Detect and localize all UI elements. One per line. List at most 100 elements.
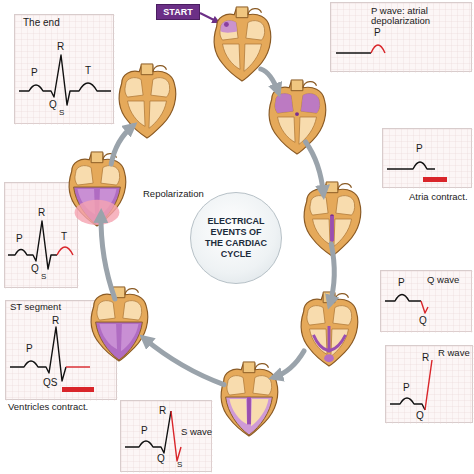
stage-caption: Q wave xyxy=(427,275,459,285)
ecg-panel: PAtria contract. xyxy=(382,128,472,188)
septum xyxy=(247,397,251,424)
heart-stage-1 xyxy=(214,7,271,81)
sequence-arrow xyxy=(111,126,133,164)
wave-letter: P xyxy=(374,27,381,38)
ecg-grid xyxy=(6,301,118,401)
ecg-panel: RepolarizationRPTQS xyxy=(4,182,78,288)
sequence-arrow xyxy=(274,351,304,377)
start-label: START xyxy=(156,4,200,20)
sequence-arrow xyxy=(144,338,224,384)
contraction-bar xyxy=(423,177,447,182)
ecg-trace xyxy=(336,52,371,53)
ecg-trace xyxy=(19,55,111,105)
ecg-grid xyxy=(15,15,115,125)
heart-body xyxy=(301,292,358,366)
ecg-strip xyxy=(383,129,473,189)
wave-letter: Q xyxy=(419,315,427,326)
wave-letter: S xyxy=(59,109,64,118)
heart-body xyxy=(269,80,326,154)
sa-node xyxy=(224,22,229,27)
wave-letter: S xyxy=(41,273,46,282)
depolarization-area xyxy=(226,397,273,435)
wave-letter: Q xyxy=(416,410,424,421)
cardiac-stage: PAtria contract. xyxy=(258,78,336,156)
stage-caption: R wave xyxy=(438,348,470,358)
ecg-panel: The endR P T QS xyxy=(14,14,114,124)
heart-stage-8 xyxy=(119,64,176,138)
ventricle-chamber xyxy=(99,189,117,216)
cardiac-stage: PQ waveQ xyxy=(293,180,371,258)
heart-body xyxy=(304,182,361,256)
ecg-grid xyxy=(383,129,473,189)
av-node xyxy=(330,214,334,218)
ecg-strip xyxy=(6,301,118,401)
ecg-panel: RPS waveQS xyxy=(120,400,212,472)
conduction-path xyxy=(313,326,345,352)
wave-letter: P xyxy=(141,425,148,436)
ecg-panel: P wave: atrial depolarizationP xyxy=(330,2,472,72)
cardiac-stage: ST segmentRPQSVentricles contract. xyxy=(80,285,158,363)
wave-letter: S xyxy=(177,461,182,470)
cardiac-stage: R waveRPQ xyxy=(290,290,368,368)
ecg-trace xyxy=(387,162,435,169)
ventricle-chamber xyxy=(121,324,139,351)
wave-letter: T xyxy=(61,231,67,242)
ecg-trace xyxy=(421,301,428,313)
wave-letter: Q xyxy=(31,263,39,274)
cardiac-stage: RPS waveQS xyxy=(210,360,288,438)
wave-letter: P xyxy=(26,343,33,354)
heart-stage-5 xyxy=(221,362,278,436)
stage-caption: P wave: atrial depolarization xyxy=(371,6,471,27)
wave-letter: QS xyxy=(43,377,57,388)
ecg-panel: R wave R P Q xyxy=(385,345,473,423)
wave-letter: P xyxy=(31,67,38,78)
ecg-grid xyxy=(121,401,213,473)
start-arrow xyxy=(200,13,218,22)
stage-caption: ST segment xyxy=(10,302,61,312)
depolarization-area xyxy=(330,216,334,242)
heart-stage-4 xyxy=(301,292,358,366)
ecg-trace xyxy=(125,411,171,453)
wave-letter: Q xyxy=(49,99,57,110)
repolarization-area xyxy=(75,200,120,225)
sequence-arrow xyxy=(101,214,115,299)
wave-letter: T xyxy=(85,65,91,76)
depolarization-area xyxy=(221,21,238,33)
wave-letter: P xyxy=(403,382,410,393)
wave-letter: R xyxy=(38,207,45,218)
ventricle-chamber xyxy=(78,189,96,214)
heart-body xyxy=(221,362,278,436)
cardiac-stage: The endRPTQS xyxy=(108,62,186,140)
depolarization-area xyxy=(324,354,334,362)
ecg-grid xyxy=(381,271,473,333)
ecg-panel: ST segmentRPQSVentricles contract. xyxy=(5,300,117,400)
cardiac-stage: RepolarizationRPTQS xyxy=(58,150,136,228)
ecg-grid xyxy=(5,183,79,289)
title-text: ELECTRICAL EVENTS OF THE CARDIAC CYCLE xyxy=(201,216,271,261)
cardiac-stage: P wave: atrial depolarizationP xyxy=(203,5,281,83)
av-node xyxy=(295,112,299,116)
ecg-trace xyxy=(171,411,181,461)
ventricle-chamber xyxy=(251,399,269,426)
wave-letter: R xyxy=(159,405,166,416)
sequence-arrow xyxy=(330,244,335,304)
wave-letter: P xyxy=(416,143,423,154)
wave-letter: R xyxy=(52,315,59,326)
stage-caption: Atria contract. xyxy=(409,192,468,202)
wave-letter: P xyxy=(398,277,405,288)
wave-letter: R xyxy=(57,41,64,52)
wave-letter: R xyxy=(422,352,429,363)
ecg-trace xyxy=(425,360,432,410)
heart-stage-3 xyxy=(304,182,361,256)
depolarization-area xyxy=(301,94,320,114)
contraction-bar xyxy=(62,387,94,392)
stage-caption: The end xyxy=(23,17,60,28)
heart-body xyxy=(214,7,271,81)
ecg-grid xyxy=(386,346,474,424)
ecg-trace xyxy=(390,398,425,410)
ecg-panel: P Q waveQ xyxy=(380,270,472,332)
title-circle: ELECTRICAL EVENTS OF THE CARDIAC CYCLE xyxy=(190,192,282,284)
ecg-trace xyxy=(385,295,421,302)
ecg-trace xyxy=(10,327,66,381)
